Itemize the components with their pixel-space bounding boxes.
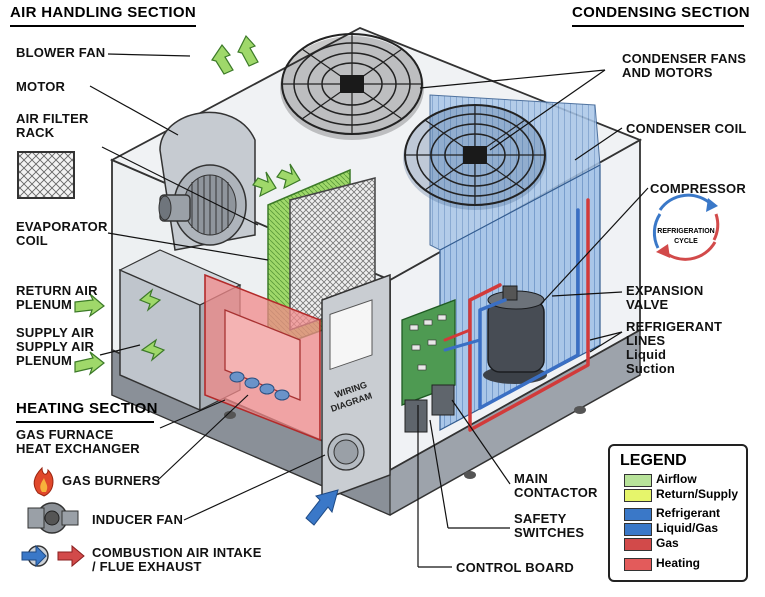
legend-swatch: [624, 558, 652, 571]
label-air-filter-rack: AIR FILTER RACK: [16, 111, 89, 140]
label-gas-burners: GAS BURNERS: [62, 473, 161, 488]
legend-label: Airflow: [656, 472, 697, 486]
condensing-section-title: CONDENSING SECTION: [572, 4, 750, 21]
cycle-line1: REFRIGERATION: [657, 228, 714, 235]
label-return-air-plenum: RETURN AIR PLENUM: [16, 283, 98, 312]
refrigerant-line-cold: [478, 208, 580, 410]
refrigeration-cycle-icon: REFRIGERATION CYCLE: [652, 193, 720, 261]
air-handling-rule: [10, 25, 196, 27]
label-control-board: CONTROL BOARD: [456, 560, 574, 575]
legend-label: Return/Supply: [656, 487, 739, 501]
legend-swatch: [624, 474, 652, 487]
heating-section-title: HEATING SECTION: [16, 400, 158, 417]
label-main-contactor: MAIN CONTACTOR: [514, 471, 598, 500]
legend-swatch: [624, 538, 652, 551]
label-inducer-fan: INDUCER FAN: [92, 512, 184, 527]
label-motor: MOTOR: [16, 79, 66, 94]
legend-swatch: [624, 523, 652, 536]
label-gas-furnace: GAS FURNACE HEAT EXCHANGER: [16, 427, 140, 456]
inducer-fan-icon: [27, 502, 79, 534]
airflow-arrows: [74, 34, 301, 376]
condenser-fan-1: [280, 33, 424, 140]
heating-rule: [16, 421, 154, 423]
label-condenser-fans: CONDENSER FANS AND MOTORS: [622, 51, 747, 80]
condenser-fan-2: [403, 104, 547, 210]
legend-label: Heating: [656, 556, 701, 570]
legend-label: Liquid/Gas: [656, 521, 719, 535]
label-condenser-coil: CONDENSER COIL: [626, 121, 747, 136]
label-compressor: COMPRESSOR: [650, 181, 746, 196]
legend-swatch: [624, 489, 652, 502]
air-handling-section-title: AIR HANDLING SECTION: [10, 4, 196, 21]
label-combustion: COMBUSTION AIR INTAKE / FLUE EXHAUST: [92, 545, 262, 574]
compressor-unit: [483, 285, 547, 384]
intake-exhaust-icons: [21, 544, 85, 568]
gas-flame-icon: [33, 466, 54, 497]
legend-label: Gas: [656, 536, 679, 550]
air-filter-rack-icon: [17, 151, 75, 199]
leader-lines: [89, 53, 649, 568]
combustion-intake-arrow: [305, 489, 339, 526]
legend-swatch: [624, 508, 652, 521]
label-supply-air-plenum: SUPPLY AIR SUPPLY AIR PLENUM: [16, 325, 95, 368]
label-blower-fan: BLOWER FAN: [16, 45, 106, 60]
label-refrigerant-lines: REFRIGERANT LINES Liquid Suction: [626, 319, 723, 376]
label-safety-switches: SAFETY SWITCHES: [514, 511, 585, 540]
label-expansion-valve: EXPANSION VALVE: [626, 283, 704, 312]
refrigerant-line-hot: [468, 198, 590, 432]
main-contactor-box: [431, 384, 455, 416]
legend-label: Refrigerant: [656, 506, 721, 520]
label-evaporator-coil: EVAPORATOR COIL: [16, 219, 108, 248]
legend-title: LEGEND: [620, 452, 687, 469]
blower-assembly: [158, 111, 256, 251]
cycle-line2: CYCLE: [674, 238, 698, 245]
safety-switches-box: [404, 399, 428, 433]
gas-burners-tubes: [229, 371, 290, 401]
condensing-rule: [572, 25, 744, 27]
